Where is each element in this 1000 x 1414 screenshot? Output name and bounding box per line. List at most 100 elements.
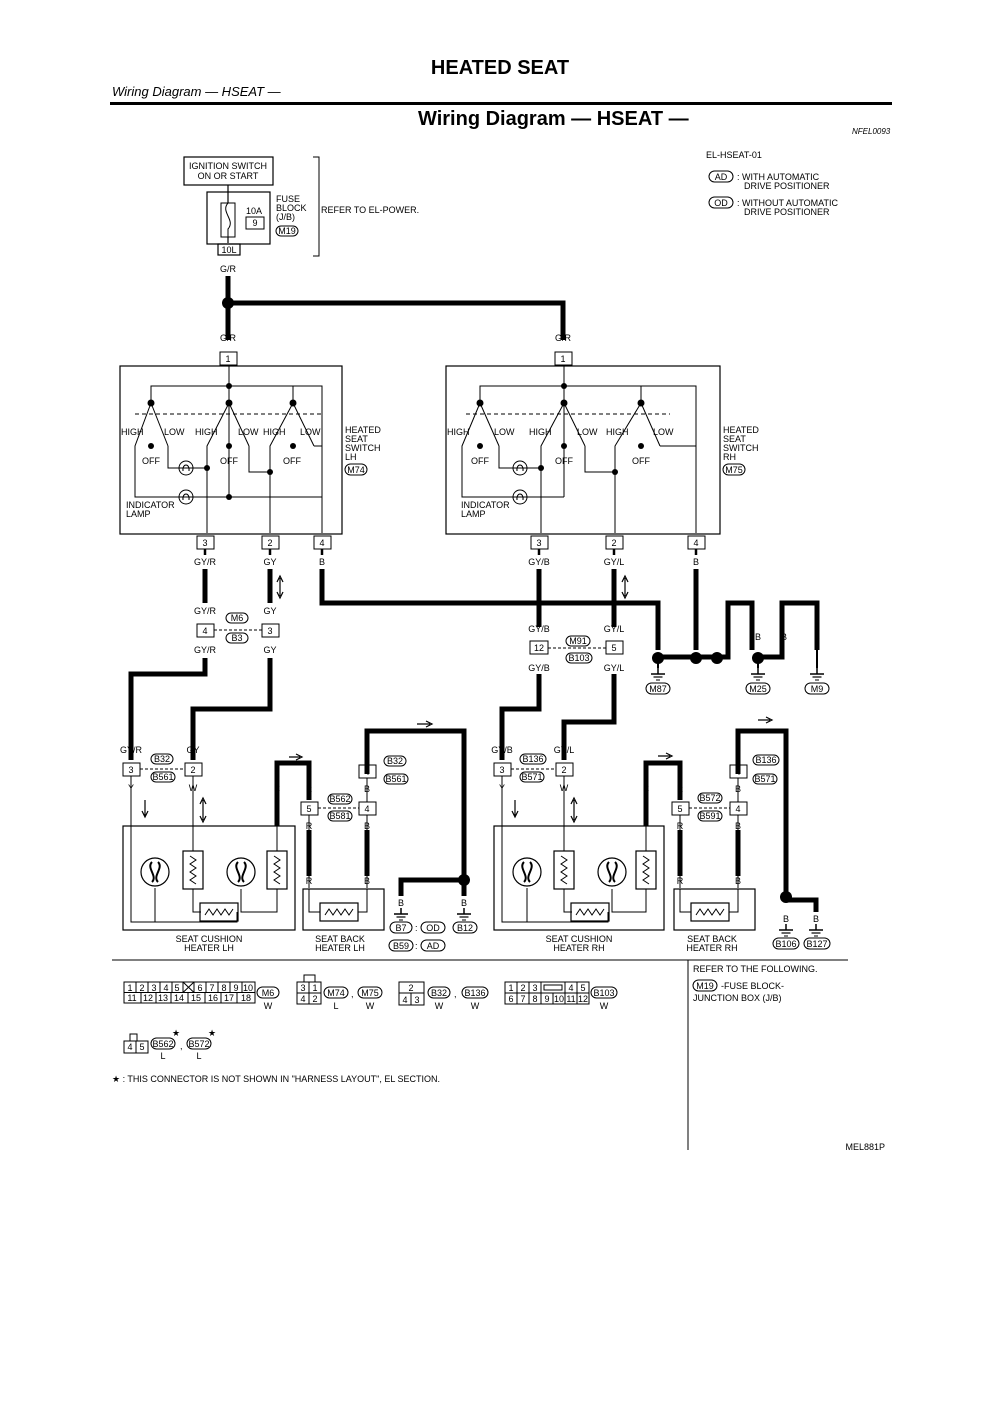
page-title: HEATED SEAT — [430, 57, 570, 79]
svg-text:B12: B12 — [457, 923, 473, 933]
svg-text:SWITCH: SWITCH — [345, 443, 381, 453]
svg-text:R: R — [677, 876, 684, 886]
svg-text:4: 4 — [319, 538, 324, 548]
svg-text:12: 12 — [143, 993, 153, 1003]
lh-heater-wiring — [130, 776, 368, 888]
svg-text:1: 1 — [560, 354, 565, 364]
svg-text:HEATER RH: HEATER RH — [553, 943, 604, 953]
svg-text:M25: M25 — [749, 684, 767, 694]
svg-text:2: 2 — [139, 983, 144, 993]
svg-text:GY/L: GY/L — [554, 745, 575, 755]
svg-text:GY/B: GY/B — [528, 557, 550, 567]
svg-text:SEAT: SEAT — [723, 434, 746, 444]
svg-text::: : — [415, 923, 418, 933]
svg-text:INDICATOR: INDICATOR — [461, 500, 510, 510]
svg-text:9: 9 — [544, 994, 549, 1004]
connector-b562-b581: R R 5 4 B562 B581 R B B 4 B32 B561 B — [274, 720, 434, 831]
svg-text:GY: GY — [263, 606, 276, 616]
svg-text:5: 5 — [611, 643, 616, 653]
svg-text:11: 11 — [566, 994, 575, 1004]
svg-text:3: 3 — [536, 538, 541, 548]
connector-m91-b103: GY/B GY/L 12 5 M91 B103 GY/B GY/L — [528, 574, 629, 673]
svg-text:9: 9 — [252, 218, 257, 228]
svg-text:1: 1 — [508, 983, 513, 993]
svg-text:3: 3 — [267, 626, 272, 636]
svg-text:B136: B136 — [522, 754, 543, 764]
svg-text:M74: M74 — [347, 465, 365, 475]
svg-text:ON OR START: ON OR START — [198, 171, 259, 181]
svg-text:SEAT BACK: SEAT BACK — [315, 934, 365, 944]
svg-text:12: 12 — [534, 643, 544, 653]
svg-text:L: L — [196, 1051, 201, 1061]
svg-text:LOW: LOW — [164, 427, 185, 437]
svg-text:B: B — [735, 876, 741, 886]
svg-text:4: 4 — [568, 983, 573, 993]
connector-key-m74: 3 1 4 2 M74 L , M75 W — [296, 974, 383, 1011]
svg-text:B571: B571 — [754, 774, 775, 784]
svg-text:10: 10 — [243, 983, 253, 993]
svg-text:7: 7 — [520, 994, 525, 1004]
svg-text:3: 3 — [202, 538, 207, 548]
svg-text:3: 3 — [128, 765, 133, 775]
svg-text:B: B — [735, 744, 741, 754]
seat-cushion-heater-lh: SEAT CUSHION HEATER LH — [122, 825, 296, 953]
svg-text:W: W — [435, 1001, 444, 1011]
svg-text:B: B — [725, 632, 731, 642]
svg-text:R: R — [306, 876, 313, 886]
svg-text:HIGH: HIGH — [447, 427, 470, 437]
svg-text:REFER TO EL-POWER.: REFER TO EL-POWER. — [321, 205, 419, 215]
svg-text:B572: B572 — [699, 793, 720, 803]
svg-text:OFF: OFF — [142, 456, 160, 466]
svg-text:W: W — [471, 1001, 480, 1011]
svg-text:AD: AD — [427, 941, 440, 951]
seat-back-heater-lh: R B SEAT BACK HEATER LH — [302, 876, 385, 953]
footnote: ★ : THIS CONNECTOR IS NOT SHOWN IN "HARN… — [112, 1074, 440, 1084]
legend-od: OD : WITHOUT AUTOMATIC DRIVE POSITIONER — [708, 196, 839, 217]
heated-seat-switch-lh: 1 G/R HIGH LOW HIGH LOW HIG — [119, 333, 381, 567]
svg-text:B561: B561 — [385, 774, 406, 784]
svg-text:,: , — [351, 989, 354, 999]
svg-text:B: B — [814, 632, 820, 642]
svg-text:7: 7 — [209, 983, 214, 993]
svg-text:R: R — [274, 783, 281, 793]
svg-text:GY/L: GY/L — [604, 663, 625, 673]
svg-text:5: 5 — [139, 1042, 144, 1052]
svg-text:FUSE: FUSE — [276, 194, 300, 204]
svg-text:SEAT CUSHION: SEAT CUSHION — [176, 934, 243, 944]
svg-text:HIGH: HIGH — [263, 427, 286, 437]
svg-text:,: , — [180, 1041, 183, 1051]
svg-text:LOW: LOW — [494, 427, 515, 437]
svg-text:INDICATOR: INDICATOR — [126, 500, 175, 510]
heated-seat-switch-rh: 1 G/R HIGH LOW HIGH LOW HIGH L — [445, 333, 759, 567]
svg-text:HIGH: HIGH — [529, 427, 552, 437]
figure-code: MEL881P — [845, 1142, 885, 1152]
svg-text:HIGH: HIGH — [195, 427, 218, 437]
svg-text:W: W — [264, 1001, 273, 1011]
svg-text:G/R: G/R — [555, 333, 572, 343]
svg-text:3: 3 — [151, 983, 156, 993]
svg-text:B: B — [319, 557, 325, 567]
thick-wires — [128, 276, 820, 912]
svg-text:4: 4 — [735, 804, 740, 814]
svg-text:8: 8 — [532, 994, 537, 1004]
svg-text:18: 18 — [241, 993, 251, 1003]
ground-b106-b127: B B B106 B127 — [772, 914, 831, 950]
svg-text:LOW: LOW — [300, 427, 321, 437]
svg-text:JUNCTION BOX (J/B): JUNCTION BOX (J/B) — [693, 993, 782, 1003]
svg-text:8: 8 — [221, 983, 226, 993]
connector-key-b562: 4 5 B562 ★ L , B572 ★ L — [123, 1028, 216, 1061]
svg-text:R: R — [677, 784, 684, 794]
svg-text:REFER TO THE FOLLOWING.: REFER TO THE FOLLOWING. — [693, 964, 818, 974]
svg-text:OD: OD — [426, 923, 440, 933]
svg-text:SEAT BACK: SEAT BACK — [687, 934, 737, 944]
header-rule — [110, 102, 892, 105]
svg-text:2: 2 — [190, 765, 195, 775]
svg-text:4: 4 — [735, 767, 740, 777]
ground-group-m: B B B B B B M87 M25 M9 — [645, 632, 830, 695]
legend-ad: AD : WITH AUTOMATIC DRIVE POSITIONER — [708, 170, 830, 191]
svg-text:B103: B103 — [593, 988, 614, 998]
svg-text:GY/L: GY/L — [604, 624, 625, 634]
svg-text:R: R — [643, 783, 650, 793]
svg-text:1: 1 — [225, 354, 230, 364]
svg-text::: : — [415, 941, 418, 951]
